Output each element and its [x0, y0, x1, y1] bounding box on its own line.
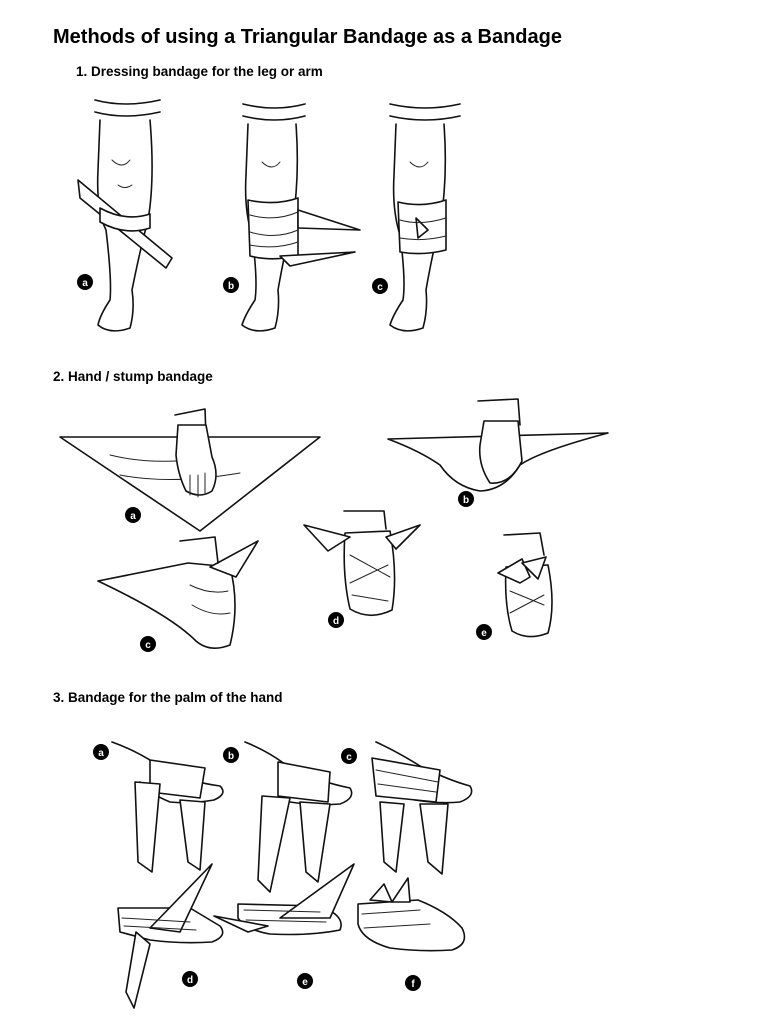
svg-text:b: b [463, 495, 469, 506]
svg-text:c: c [377, 282, 383, 293]
step-label-c: c [372, 278, 388, 294]
step-label-b: b [458, 491, 474, 507]
svg-text:c: c [145, 640, 151, 651]
leg-figure-b [241, 103, 361, 332]
palm-figure-d [117, 863, 224, 1009]
step-label-b: b [223, 747, 239, 763]
step-label-f: f [405, 975, 421, 991]
svg-text:a: a [82, 278, 88, 289]
palm-figure-f [357, 877, 466, 952]
hand-stump-bandage-illustration: a b c d e [0, 395, 768, 675]
svg-text:c: c [346, 752, 352, 763]
svg-text:e: e [302, 977, 308, 988]
step-label-b: b [223, 277, 239, 293]
step-label-d: d [328, 612, 344, 628]
hand-figure-a [59, 408, 321, 532]
section-1-title: 1. Dressing bandage for the leg or arm [76, 64, 323, 79]
svg-text:b: b [228, 751, 234, 762]
palm-figure-c [371, 741, 473, 875]
svg-text:a: a [130, 511, 136, 522]
svg-text:f: f [411, 979, 415, 990]
step-label-d: d [182, 971, 198, 987]
svg-text:d: d [333, 616, 339, 627]
svg-text:d: d [187, 975, 193, 986]
leg-figure-c [389, 103, 461, 332]
svg-text:b: b [228, 281, 234, 292]
step-label-e: e [476, 624, 492, 640]
step-label-e: e [297, 973, 313, 989]
hand-figure-e [497, 532, 553, 638]
step-label-c: c [341, 748, 357, 764]
palm-figure-a [111, 741, 224, 873]
step-label-a: a [125, 507, 141, 523]
svg-text:a: a [98, 748, 104, 759]
palm-figure-e [213, 863, 355, 936]
hand-figure-d [303, 510, 421, 617]
leg-figure-a [77, 99, 173, 332]
step-label-a: a [77, 274, 93, 290]
palm-figure-b [244, 741, 353, 893]
leg-bandage-illustration: a b c [0, 90, 768, 350]
section-2-title: 2. Hand / stump bandage [53, 369, 213, 384]
palm-bandage-illustration: a b c d e f [0, 712, 768, 1024]
hand-figure-b [387, 398, 609, 492]
section-3-title: 3. Bandage for the palm of the hand [53, 690, 283, 705]
page-title: Methods of using a Triangular Bandage as… [53, 26, 562, 48]
hand-figure-c [97, 536, 259, 649]
step-label-a: a [93, 744, 109, 760]
svg-text:e: e [481, 628, 487, 639]
step-label-c: c [140, 636, 156, 652]
